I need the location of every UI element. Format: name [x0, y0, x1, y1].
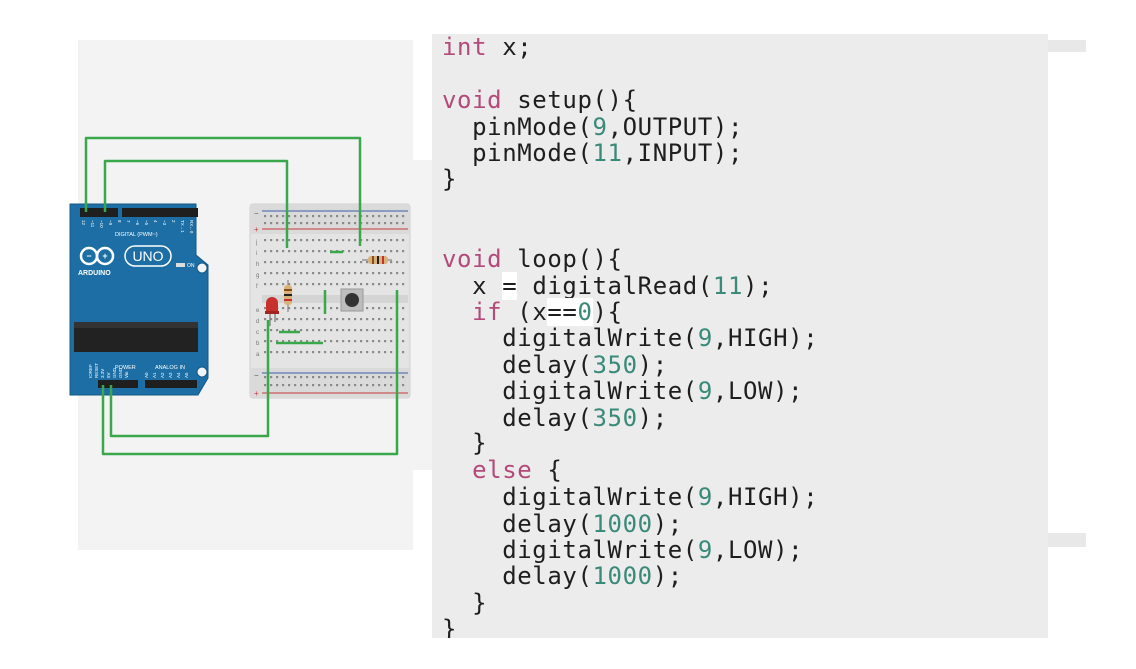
pin-label: 3.3V: [100, 369, 105, 378]
breadboard-row-label: e: [256, 308, 260, 314]
svg-text:ON: ON: [187, 263, 195, 269]
digital-header-label: DIGITAL (PWM~): [115, 232, 158, 238]
rail-minus-label: −: [254, 209, 259, 218]
arduino-uno-board[interactable]: − + UNO ARDUINO ON DIGITAL (PWM~) POWER …: [69, 203, 209, 396]
uno-badge: [124, 245, 172, 267]
pin-label: A2: [160, 372, 165, 378]
header-digital-low: [122, 208, 198, 217]
pin-label: GND: [118, 367, 123, 378]
breadboard-row-label: f: [256, 284, 258, 290]
pin-label: IOREF: [88, 364, 93, 378]
code-line-10: delay(350);: [442, 351, 668, 379]
svg-text:+: +: [254, 389, 259, 398]
code-line-11: digitalWrite(9,LOW);: [442, 377, 804, 405]
code-line-18: delay(1000);: [442, 562, 683, 590]
pin-label: 7: [126, 220, 131, 223]
pin-label: ~11: [90, 220, 95, 228]
breadboard-row-label: j: [255, 240, 257, 246]
code-line-15: digitalWrite(9,HIGH);: [442, 483, 819, 511]
pin-label: ~3: [162, 220, 167, 226]
code-line-12: delay(350);: [442, 404, 668, 432]
logo-text: ARDUINO: [78, 270, 111, 277]
power-header-label: POWER: [115, 365, 136, 371]
code-line-14: else {: [472, 456, 563, 484]
digital-pin-labels: 12 ~11 ~10 ~9 8 7 ~6 ~5 4 ~3 2 TX→1 RX←0: [81, 220, 194, 234]
code-line-2: void setup(){: [442, 86, 638, 114]
pin-label: 2: [171, 220, 176, 223]
code-line-13: }: [442, 429, 488, 457]
pin-label: ~10: [99, 220, 104, 228]
wire-pin9-led: [84, 136, 362, 246]
pin-label: ~6: [135, 220, 140, 226]
code-line-5: }: [442, 165, 458, 193]
wire-gnd-rail: [109, 320, 270, 438]
code-line-7: x = digitalRead(11);: [442, 272, 774, 300]
breadboard-row-label: b: [256, 341, 260, 347]
rail-plus-label: +: [254, 225, 259, 234]
pin-label: A0: [144, 372, 149, 378]
code-panel: int x; void setup(){ pinMode(9,OUTPUT); …: [432, 34, 1048, 638]
resistor-led[interactable]: [284, 280, 292, 312]
pin-label: A5: [184, 372, 189, 378]
wire-5v-rail: [101, 290, 399, 456]
push-button[interactable]: [340, 288, 364, 312]
code-line-19: }: [442, 589, 488, 617]
pin-label: GND: [112, 367, 117, 378]
code-line-4: pinMode(11,INPUT);: [442, 139, 744, 167]
breadboard-row-label: c: [256, 330, 259, 336]
resistor-button[interactable]: [362, 256, 392, 264]
svg-text:−: −: [86, 251, 91, 261]
svg-text:−: −: [254, 371, 259, 380]
pin-label: ~9: [108, 220, 113, 226]
wires: [84, 136, 399, 456]
bg-strip: [1048, 533, 1086, 547]
code-line-6: void loop(){: [442, 245, 623, 273]
breadboard-center-channel: [262, 295, 408, 303]
code-line-16: delay(1000);: [442, 510, 683, 538]
pin-label: 8: [117, 220, 122, 223]
breadboard-row-label: i: [256, 251, 257, 257]
breadboard-row-label: d: [256, 319, 259, 325]
header-power: [98, 380, 138, 388]
pin-label: 5V: [106, 372, 111, 378]
pin-label: RESET: [94, 363, 99, 378]
pin-label: A1: [152, 372, 157, 378]
arduino-logo-icon: − +: [79, 246, 115, 266]
code-line-20: }: [442, 615, 458, 638]
code-line-17: digitalWrite(9,LOW);: [442, 536, 804, 564]
pin-label: ~5: [144, 220, 149, 226]
bg-strip: [1048, 40, 1086, 52]
mount-hole: [196, 262, 208, 274]
pin-label: A3: [168, 372, 173, 378]
red-led[interactable]: [265, 297, 279, 326]
code-line-1: int x;: [442, 34, 533, 61]
code-line-3: pinMode(9,OUTPUT);: [442, 113, 744, 141]
wire-pin11-button: [103, 159, 289, 248]
pin-label: RX←0: [189, 220, 194, 234]
model-label: UNO: [132, 248, 163, 264]
analog-header-label: ANALOG IN: [155, 365, 185, 371]
code-line-9: digitalWrite(9,HIGH);: [442, 324, 819, 352]
pin-label: A4: [176, 372, 181, 378]
code-line-8: if (x==0){: [472, 298, 623, 326]
pin-label: 4: [153, 220, 158, 223]
header-digital-high: [80, 208, 118, 217]
pin-label: 12: [81, 220, 86, 226]
on-led: [176, 263, 185, 267]
breadboard-row-label: a: [256, 352, 260, 358]
breadboard-row-label: h: [256, 262, 259, 268]
header-analog: [145, 380, 197, 388]
pin-label: TX→1: [180, 220, 185, 233]
breadboard-row-label: g: [256, 273, 259, 279]
svg-text:+: +: [102, 251, 107, 261]
pin-label: Vin: [124, 371, 129, 378]
